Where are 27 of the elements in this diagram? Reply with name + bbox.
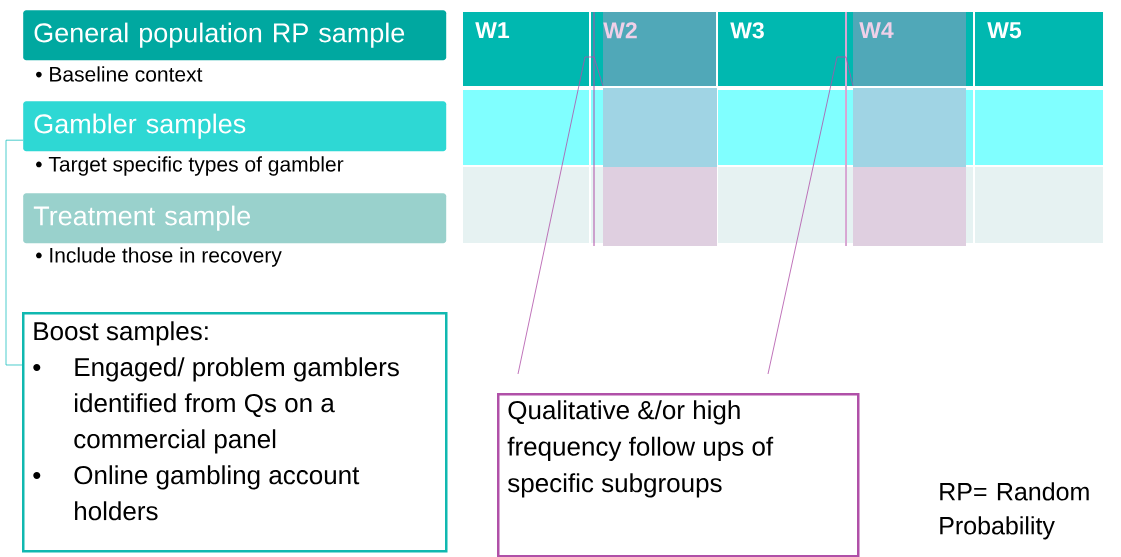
sample-band: Treatment sample bbox=[23, 193, 447, 244]
node-label: W2 bbox=[603, 22, 637, 39]
text-box bbox=[22, 312, 448, 553]
node-label: W4 bbox=[859, 22, 894, 39]
bullet-text: • Include those in recovery bbox=[36, 247, 282, 267]
bullet-text: Online gambling account holders bbox=[74, 465, 360, 521]
bullet-text: • Target specific types of gambler bbox=[36, 156, 344, 176]
leader-line bbox=[517, 56, 604, 375]
leader-line bbox=[5, 139, 24, 366]
box-heading: Boost samples: bbox=[34, 321, 208, 346]
bullet: • bbox=[33, 471, 41, 479]
note-text: RP= Random Probability bbox=[940, 482, 1089, 540]
bullet: • bbox=[33, 363, 41, 371]
bullet-text: Engaged/ problem gamblers identified from Qs on a commercial panel bbox=[74, 357, 399, 454]
highlight-column bbox=[593, 11, 717, 247]
sample-band: General population RP sample bbox=[23, 10, 447, 61]
sample-band: Gambler samples bbox=[23, 101, 447, 152]
highlight-column bbox=[845, 11, 966, 247]
leader-line bbox=[767, 56, 854, 375]
text-box: Qualitative &/or high frequency follow ups of specific subgroups bbox=[497, 393, 860, 557]
node-label: W5 bbox=[987, 22, 1022, 39]
header-cell: W1 bbox=[463, 12, 589, 86]
header-cell: W3 bbox=[718, 12, 845, 86]
node-label: W1 bbox=[475, 22, 510, 39]
bullet-text: • Baseline context bbox=[36, 66, 203, 82]
node-label: W3 bbox=[730, 22, 764, 39]
header-cell: W5 bbox=[975, 12, 1103, 86]
